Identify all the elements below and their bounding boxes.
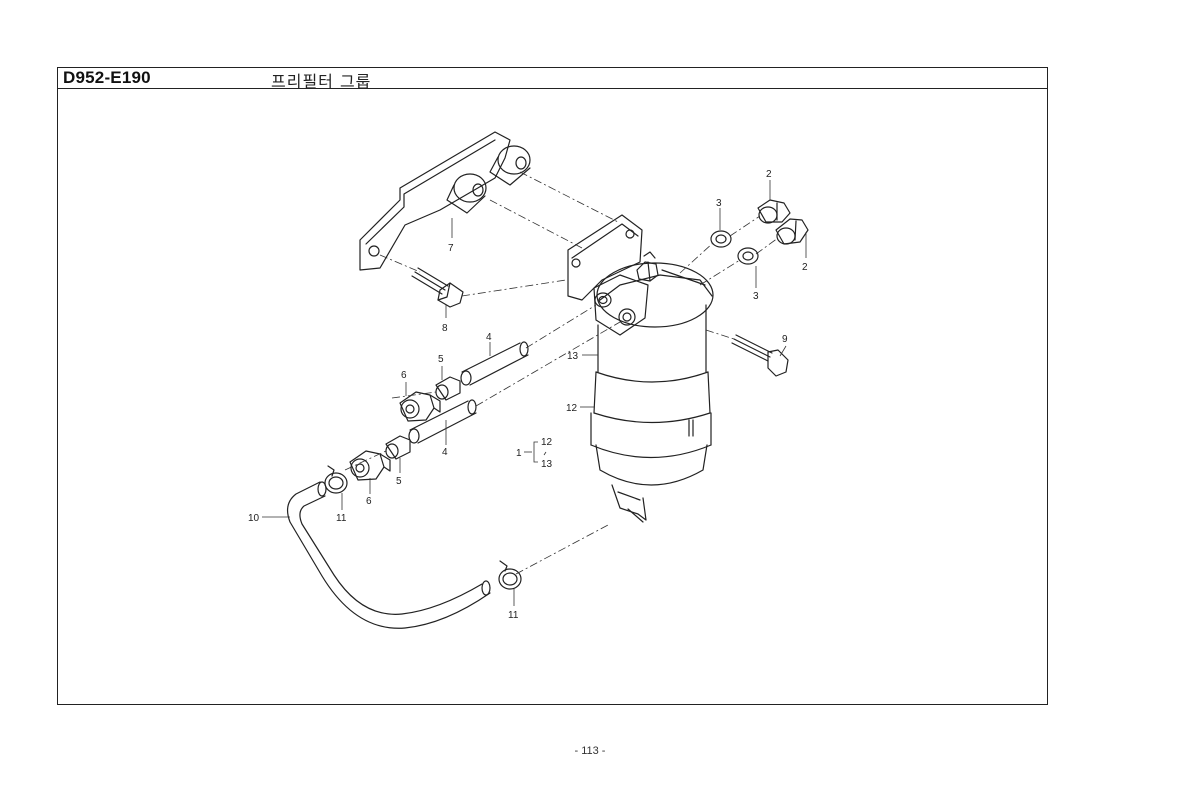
- callout-6-upper: 6: [401, 370, 407, 381]
- callout-5-upper: 5: [438, 354, 444, 365]
- page-number: - 113 -: [574, 745, 606, 757]
- bracket-part-7: [359, 131, 531, 271]
- callout-4-lower: 4: [442, 447, 448, 458]
- part-group-code: D952-E190: [63, 68, 151, 87]
- fitting-part-6-lower: [349, 450, 391, 481]
- plug-part-2-upper: [757, 199, 791, 224]
- callout-3-lower: 3: [753, 291, 759, 302]
- callout-7: 7: [448, 243, 454, 254]
- fitting-part-6-upper: [399, 391, 441, 422]
- sleeve-part-5-lower: [385, 435, 411, 460]
- callout-3-upper: 3: [716, 198, 722, 209]
- hose-clamp-part-11-lower: [498, 560, 522, 590]
- callout-4-upper: 4: [486, 332, 492, 343]
- callout-8: 8: [442, 323, 448, 334]
- callout-13-group: 13: [541, 459, 553, 470]
- callout-5-lower: 5: [396, 476, 402, 487]
- callout-12-upper: 12: [566, 403, 578, 414]
- filter-bowl: [590, 304, 712, 523]
- hose-clamp-part-11-upper: [324, 465, 348, 494]
- callout-2-upper: 2: [766, 169, 772, 180]
- bolt-part-9: [731, 334, 789, 377]
- drawing-header: D952-E190 프리필터 그룹: [58, 68, 1047, 91]
- pipe-part-4-upper: [460, 341, 529, 386]
- callout-13-upper: 13: [567, 351, 579, 362]
- washer-part-3-upper: [710, 230, 732, 248]
- callout-1: 1: [516, 448, 522, 459]
- hose-part-10: [286, 481, 491, 629]
- filter-head: [567, 214, 714, 336]
- plug-part-2-lower: [775, 218, 809, 245]
- drawing-frame: D952-E190 프리필터 그룹: [57, 67, 1048, 705]
- callout-11-lower: 11: [508, 610, 519, 621]
- callout-11-upper: 11: [336, 513, 347, 524]
- callout-6-lower: 6: [366, 496, 372, 507]
- sleeve-part-5-upper: [435, 376, 461, 401]
- part-group-title: 프리필터 그룹: [271, 72, 372, 91]
- callout-10: 10: [248, 513, 260, 524]
- pipe-part-4-lower: [408, 399, 477, 444]
- bolt-part-8: [411, 267, 464, 308]
- callout-2-lower: 2: [802, 262, 808, 273]
- callout-9: 9: [782, 334, 788, 345]
- washer-part-3-lower: [737, 247, 759, 265]
- callout-12-group: 12: [541, 437, 553, 448]
